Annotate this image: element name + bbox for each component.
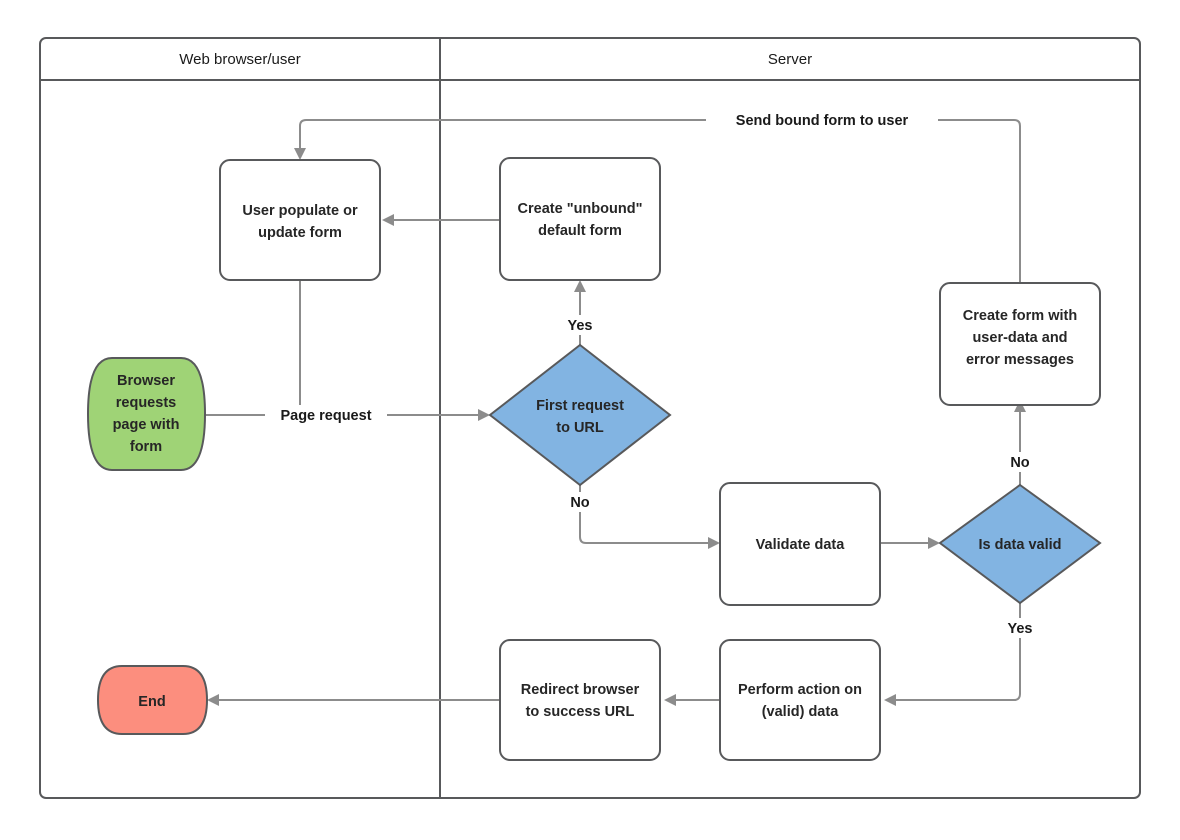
node-is-data-valid-line1: Is data valid [978,537,1061,553]
node-is-data-valid[interactable]: Is data valid [938,483,1102,605]
node-browser-requests-page-shape[interactable] [86,357,207,471]
edge-unbound-to-user-arrowhead [382,214,394,226]
edge-valid-yes-path [892,603,1021,701]
node-browser-requests-page-line4: form [130,439,162,455]
edge-page-request: Page request [205,405,490,425]
node-perform-action-line2: (valid) data [762,704,839,720]
node-validate-data-shape[interactable] [719,482,881,606]
node-perform-action-line1: Perform action on [738,682,862,698]
edge-send-bound-form: Send bound form to user [294,110,1021,283]
edge-first-no: No [558,485,720,549]
node-browser-requests-page-line3: page with [113,417,180,433]
node-create-unbound-form-line2: default form [538,223,622,239]
edge-validate-to-valid-arrowhead [928,537,940,549]
edge-first-yes: Yes [556,280,604,345]
node-is-data-valid-shape[interactable] [938,483,1102,605]
edge-valid-no-label-bg [998,452,1042,472]
node-validate-data[interactable]: Validate data [719,482,881,606]
edge-unbound-to-user [382,214,500,226]
node-create-form-with-errors-shape[interactable] [939,282,1101,406]
node-user-populate-form[interactable]: User populate or update form [219,159,381,281]
edge-valid-yes: Yes [884,603,1044,706]
node-first-request-to-url-shape[interactable] [488,343,672,487]
node-first-request-to-url[interactable]: First request to URL [488,343,672,487]
lane-header-server: Server [768,51,812,68]
node-first-request-to-url-line1: First request [536,398,624,414]
node-validate-data-line1: Validate data [756,537,846,553]
node-redirect-browser-line1: Redirect browser [521,682,640,698]
node-user-populate-form-line2: update form [258,225,342,241]
node-redirect-browser-shape[interactable] [499,639,661,761]
edge-first-no-label: No [570,495,589,511]
edge-page-request-arrowhead [478,409,490,421]
edge-valid-yes-label: Yes [1008,621,1033,637]
edge-perform-to-redirect [664,694,720,706]
edge-valid-yes-label-bg [996,618,1044,638]
edge-page-request-label: Page request [280,408,371,424]
node-create-form-with-errors-line3: error messages [966,352,1074,368]
edge-first-yes-label: Yes [568,318,593,334]
edge-first-yes-label-bg [556,315,604,335]
lane-header-browser: Web browser/user [179,51,300,68]
node-browser-requests-page-line1: Browser [117,373,175,389]
node-create-form-with-errors[interactable]: Create form with user-data and error mes… [939,282,1101,406]
node-redirect-browser-line2: to success URL [526,704,635,720]
node-create-form-with-errors-line1: Create form with [963,308,1077,324]
node-user-populate-form-shape[interactable] [219,159,381,281]
node-perform-action[interactable]: Perform action on (valid) data [719,639,881,761]
node-create-form-with-errors-line2: user-data and [972,330,1067,346]
node-perform-action-shape[interactable] [719,639,881,761]
node-user-populate-form-line1: User populate or [242,203,358,219]
edge-valid-no-label: No [1010,455,1029,471]
edge-page-request-label-bg [265,405,387,425]
edge-first-no-path [579,485,712,544]
node-end-line1: End [138,694,165,710]
edge-send-bound-form-arrowhead [294,148,306,160]
edge-send-bound-form-label-bg [706,110,938,130]
node-end-shape[interactable] [96,665,209,735]
edge-valid-yes-arrowhead [884,694,896,706]
node-browser-requests-page[interactable]: Browser requests page with form [86,357,207,471]
node-browser-requests-page-line2: requests [116,395,176,411]
edge-send-bound-form-path [299,119,1021,283]
node-create-unbound-form[interactable]: Create "unbound" default form [499,157,661,281]
node-redirect-browser[interactable]: Redirect browser to success URL [499,639,661,761]
node-create-unbound-form-line1: Create "unbound" [518,201,643,217]
edge-redirect-to-end-arrowhead [207,694,219,706]
edge-redirect-to-end [207,694,500,706]
edge-validate-to-valid [880,537,940,549]
edge-first-yes-arrowhead [574,280,586,292]
edge-perform-to-redirect-arrowhead [664,694,676,706]
node-end[interactable]: End [96,665,209,735]
lane-label-browser: Web browser/user [179,51,300,68]
node-create-unbound-form-shape[interactable] [499,157,661,281]
edge-first-no-arrowhead [708,537,720,549]
edge-first-no-label-bg [558,492,602,512]
edge-send-bound-form-label: Send bound form to user [736,113,909,129]
lane-label-server: Server [768,51,812,68]
node-first-request-to-url-line2: to URL [556,420,604,436]
